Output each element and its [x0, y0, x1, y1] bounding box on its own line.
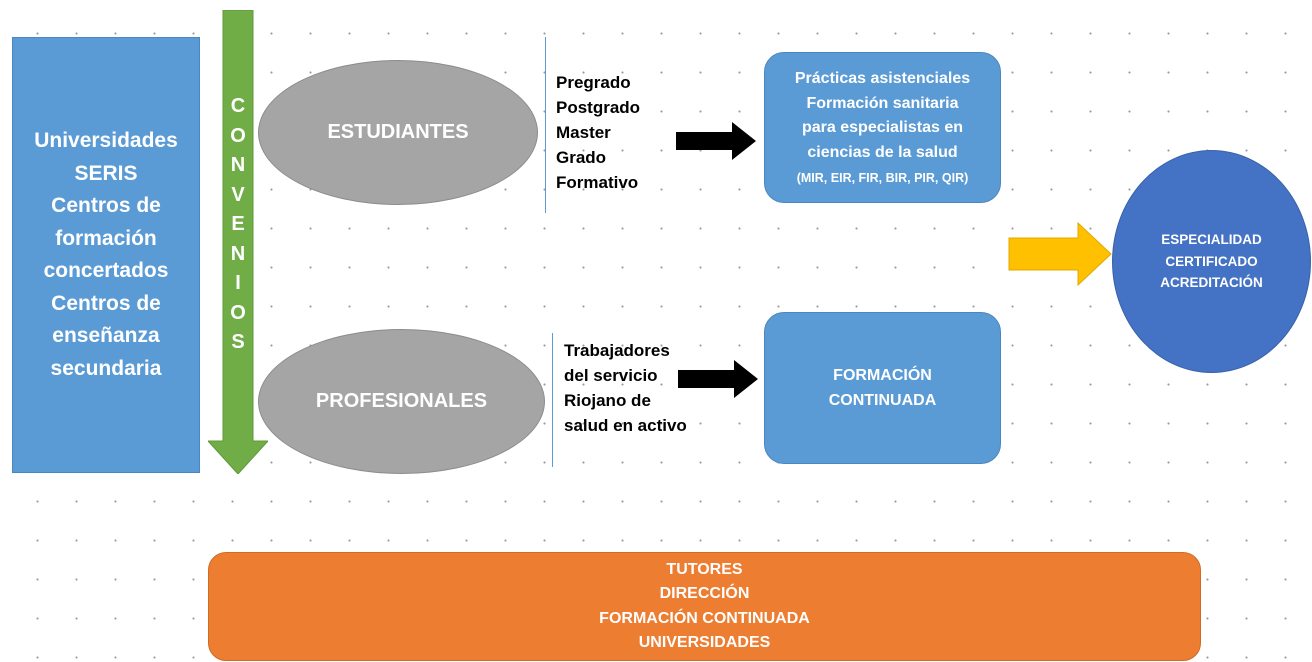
institutions-line: secundaria [50, 356, 162, 380]
convenios-letter: O [230, 301, 246, 324]
professionals-item-list: Trabajadores del servicio Riojano de sal… [564, 338, 687, 438]
students-ellipse: ESTUDIANTES [258, 60, 538, 205]
practicas-line: ciencias de la salud [807, 143, 958, 161]
institutions-line: concertados [43, 259, 169, 282]
institutions-line: Centros de [51, 194, 161, 217]
formacion-line: CONTINUADA [828, 392, 937, 409]
convenios-letter: E [231, 213, 245, 235]
students-item: Master [556, 123, 611, 142]
professionals-ellipse: PROFESIONALES [258, 329, 545, 474]
support-bar: TUTORES DIRECCIÓN FORMACIÓN CONTINUADA U… [208, 552, 1201, 661]
students-label: ESTUDIANTES [327, 121, 469, 143]
practicas-box: Prácticas asistenciales Formación sanita… [764, 52, 1001, 203]
especialidad-right-arrow [1008, 222, 1112, 286]
professionals-label: PROFESIONALES [315, 390, 488, 412]
practicas-line: Prácticas asistenciales [794, 70, 971, 87]
yellow-arrow-shape [1008, 222, 1112, 286]
convenios-down-arrow [208, 10, 268, 474]
institutions-line: Centros de [51, 291, 161, 315]
students-item: Grado [556, 148, 607, 167]
professionals-right-arrow [678, 360, 758, 398]
professionals-item: salud en activo [564, 416, 687, 435]
students-item: Pregrado [556, 73, 631, 92]
support-line: UNIVERSIDADES [638, 634, 771, 651]
support-line: FORMACIÓN CONTINUADA [599, 609, 810, 627]
practicas-note: (MIR, EIR, FIR, BIR, PIR, QIR) [796, 171, 969, 185]
students-right-arrow [676, 122, 756, 160]
especialidad-line: ESPECIALIDAD [1161, 232, 1262, 248]
especialidad-circle: ESPECIALIDAD CERTIFICADO ACREDITACIÓN [1112, 150, 1311, 373]
students-item-list: Pregrado Postgrado Master Grado Formativ… [556, 70, 640, 195]
convenios-letter: N [230, 154, 246, 176]
convenios-letter: I [235, 272, 241, 294]
institutions-box: Universidades SERIS Centros de formación… [12, 37, 200, 473]
formacion-line: FORMACIÓN [833, 367, 932, 384]
students-item: Formativo [556, 173, 639, 192]
convenios-letter: V [231, 183, 245, 206]
practicas-line: para especialistas en [802, 119, 963, 136]
students-arrow-shape [676, 122, 756, 160]
professionals-item: Riojano de [564, 391, 651, 410]
institutions-line: Universidades [34, 129, 178, 152]
professionals-item: del servicio [564, 366, 658, 385]
institutions-line: enseñanza [52, 324, 160, 347]
professionals-item: Trabajadores [564, 341, 670, 360]
professionals-bracket-line [552, 333, 553, 467]
practicas-line: Formación sanitaria [806, 94, 959, 112]
convenios-letter: N [230, 242, 246, 265]
professionals-arrow-shape [678, 360, 758, 398]
students-item: Postgrado [556, 98, 641, 117]
institutions-line: formación [55, 226, 157, 250]
convenios-arrow-shape [208, 10, 268, 474]
support-line: TUTORES [666, 560, 743, 578]
institutions-line: SERIS [74, 161, 138, 185]
support-line: DIRECCIÓN [659, 585, 750, 602]
convenios-letter: S [231, 331, 245, 353]
formacion-continuada-box: FORMACIÓN CONTINUADA [764, 312, 1001, 464]
especialidad-line: ACREDITACIÓN [1160, 275, 1263, 291]
especialidad-line: CERTIFICADO [1165, 253, 1258, 269]
convenios-letter: O [230, 124, 246, 147]
convenios-letter: C [230, 95, 246, 117]
students-bracket-line [545, 37, 546, 213]
convenios-label: C O N V E N I O S [224, 92, 252, 358]
